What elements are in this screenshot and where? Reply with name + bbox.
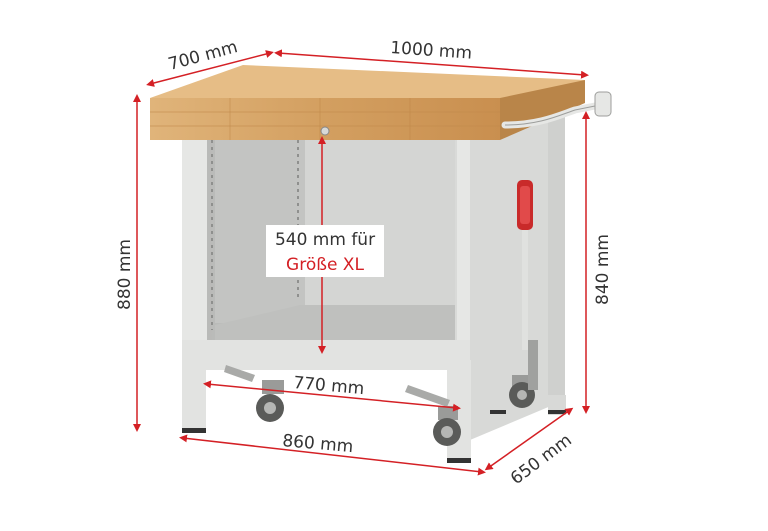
label-depth-bottom: 650 mm: [507, 430, 576, 489]
arrow-depth-top: [146, 50, 274, 87]
cabinet-label-line2: Größe XL: [286, 255, 364, 275]
arrow-width-top: [274, 49, 589, 79]
label-outer-width: 860 mm: [282, 431, 354, 457]
arrow-outer-width: [179, 434, 486, 476]
dimension-arrows: [133, 49, 590, 476]
right-side-panel: [470, 105, 565, 440]
wooden-worktop: [150, 65, 585, 140]
label-height-frame: 840 mm: [593, 234, 613, 305]
label-height-total: 880 mm: [115, 239, 135, 310]
cabinet-label-line1: 540 mm für: [275, 230, 375, 250]
lift-lever: [517, 180, 533, 350]
label-depth-top: 700 mm: [166, 37, 240, 75]
push-handle: [501, 91, 612, 129]
label-width-top: 1000 mm: [390, 38, 473, 64]
cabinet-label: 540 mm für Größe XL: [266, 225, 384, 277]
arrow-depth-bottom: [484, 407, 574, 471]
arrow-inner-width: [203, 380, 461, 412]
label-inner-width: 770 mm: [293, 373, 365, 399]
